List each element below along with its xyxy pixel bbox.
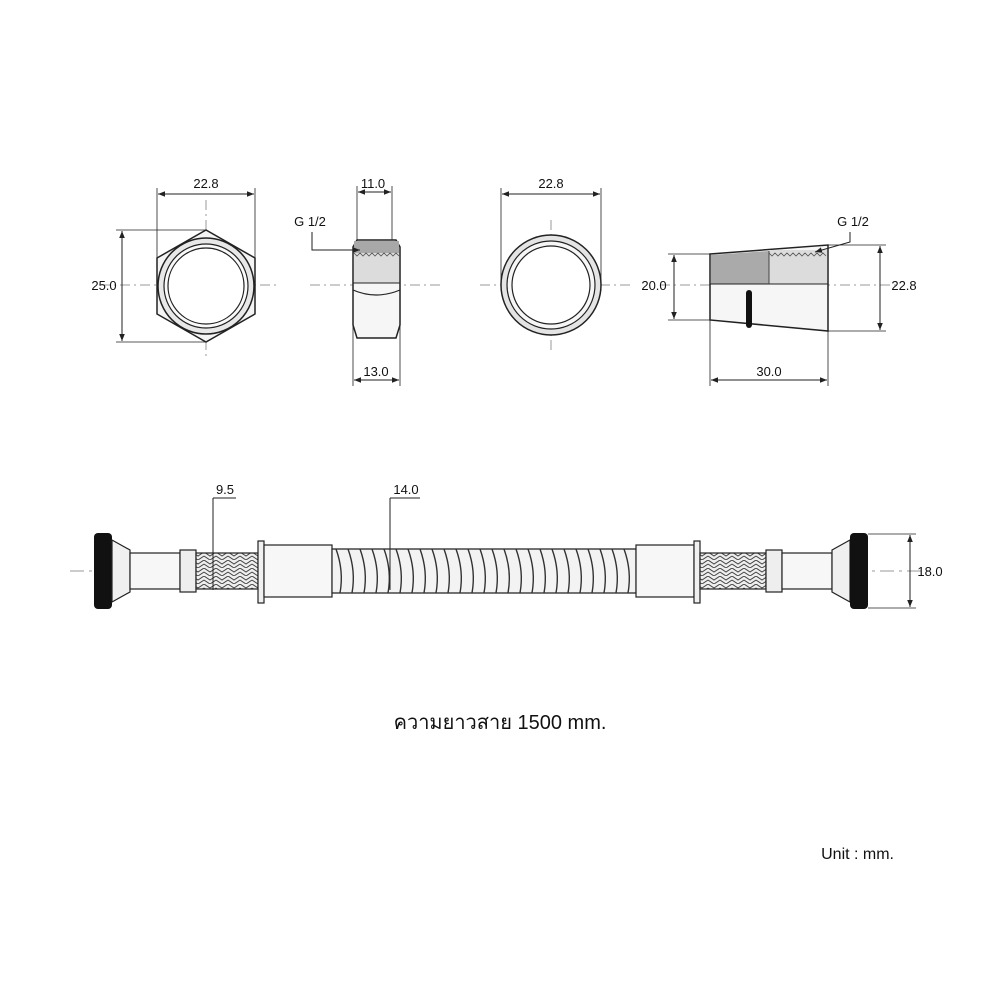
- cone-right-label: 22.8: [891, 278, 916, 293]
- unit-note: Unit : mm.: [821, 846, 894, 863]
- left-tube: [129, 552, 181, 590]
- corrugation-ridge: [623, 548, 631, 594]
- corrugation-ridge: [359, 548, 367, 594]
- hex-nut-side-view: 11.0 13.0 G 1/2: [294, 176, 440, 386]
- cone-thread-light: [769, 250, 827, 284]
- corrugation-ridge: [347, 548, 355, 594]
- cone-length-label: 30.0: [756, 364, 781, 379]
- right-sleeve: [635, 544, 695, 598]
- cone-slot: [746, 290, 752, 328]
- height-label: 25.0: [91, 278, 116, 293]
- left-ferrule: [179, 549, 197, 593]
- cone-thread-dark: [711, 251, 769, 284]
- left-braided-section: [195, 552, 259, 590]
- corrugation-ridge: [539, 548, 547, 594]
- corrugation-ridge: [335, 548, 343, 594]
- corrugation-ridge: [599, 548, 607, 594]
- right-collar: [693, 540, 701, 604]
- right-braided-section: [699, 552, 767, 590]
- left-cone: [111, 538, 131, 604]
- corrugation-ridge: [467, 548, 475, 594]
- corrugation-ridge: [431, 548, 439, 594]
- cone-thread-teeth: [768, 252, 827, 257]
- cone-thread-leader: [814, 232, 851, 253]
- right-cone: [831, 538, 851, 604]
- cone-thread-label: G 1/2: [837, 214, 869, 229]
- corrugation-ridge: [551, 548, 559, 594]
- cone-left-label: 20.0: [641, 278, 666, 293]
- corrugated-label: 14.0: [393, 482, 418, 497]
- corrugation-ridge: [443, 548, 451, 594]
- ring-front-view: 22.8: [480, 176, 630, 350]
- left-end-cap: [94, 533, 112, 609]
- hose-assembly: 9.5 14.0 18.0: [70, 482, 943, 609]
- corrugation-ridge: [407, 548, 415, 594]
- bottom-label: 13.0: [363, 364, 388, 379]
- corrugation-ridge: [575, 548, 583, 594]
- ring-width-label: 22.8: [538, 176, 563, 191]
- corrugation-ridge: [563, 548, 571, 594]
- corrugated-section: [331, 548, 637, 594]
- thread-leader: [311, 232, 360, 253]
- end-label: 18.0: [917, 564, 942, 579]
- corrugation-ridge: [503, 548, 511, 594]
- hose-length-caption: ความยาวสาย 1500 mm.: [393, 712, 607, 734]
- thread-label: G 1/2: [294, 214, 326, 229]
- right-end-cap: [850, 533, 868, 609]
- corrugation-ridge: [479, 548, 487, 594]
- ring-bore: [511, 245, 591, 325]
- corrugation-ridge: [419, 548, 427, 594]
- corrugation-ridge: [395, 548, 403, 594]
- corrugation-ridge: [455, 548, 463, 594]
- hex-edge-curve: [352, 289, 401, 296]
- left-collar: [257, 540, 265, 604]
- corrugation-ridge: [611, 548, 619, 594]
- thread-teeth: [353, 252, 400, 257]
- braid-label: 9.5: [216, 482, 234, 497]
- corrugation-ridge: [527, 548, 535, 594]
- width-label: 22.8: [193, 176, 218, 191]
- corrugation-ridge: [587, 548, 595, 594]
- corrugation-ridge: [371, 548, 379, 594]
- cone-fitting-side-view: 20.0 22.8 30.0 G 1/2: [641, 214, 917, 386]
- right-ferrule: [765, 549, 783, 593]
- thread-band: [354, 241, 399, 253]
- corrugation-ridge: [491, 548, 499, 594]
- corrugation-ridge: [515, 548, 523, 594]
- right-tube: [781, 552, 833, 590]
- corrugation-ridge: [383, 548, 391, 594]
- hex-nut-front-view: 22.8 25.0: [91, 176, 280, 360]
- thread-bore: [354, 253, 399, 283]
- inner-bore: [167, 247, 245, 325]
- top-label: 11.0: [361, 176, 385, 191]
- left-sleeve: [263, 544, 333, 598]
